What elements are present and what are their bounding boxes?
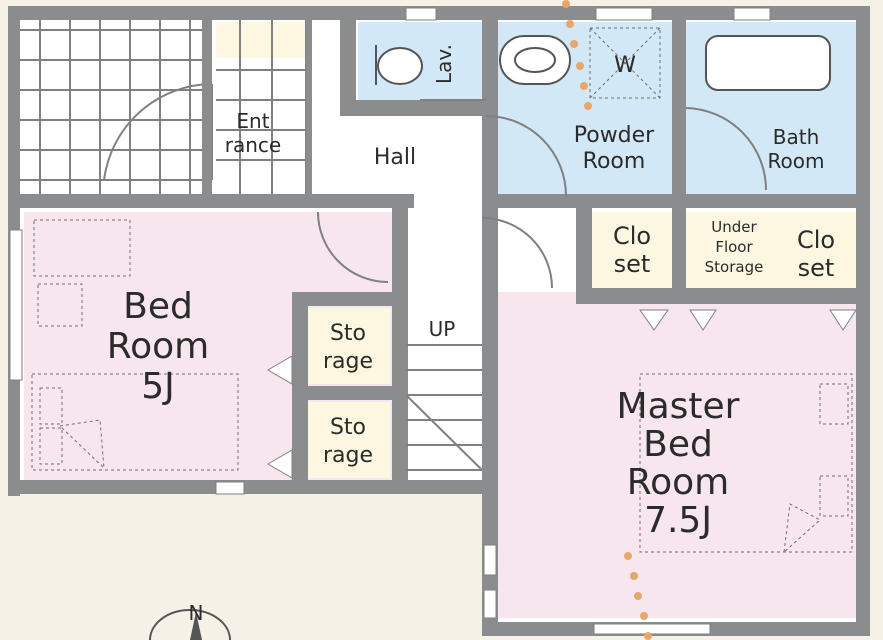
powder-room-label-line1: Powder xyxy=(574,123,655,148)
closet-2-area xyxy=(686,212,858,288)
furniture xyxy=(31,219,853,554)
bedroom-label-line3: 5J xyxy=(141,366,175,407)
closet-1-label-line1: Clo xyxy=(613,222,651,250)
storage-2-label-line1: Sto xyxy=(330,415,366,440)
stairs-label: UP xyxy=(429,317,456,341)
storage-2-label-line2: rage xyxy=(323,443,373,468)
washer-label: W xyxy=(614,53,636,78)
closet-2-label-line1: Clo xyxy=(797,226,835,254)
bath-room-label-line2: Room xyxy=(768,149,825,173)
master-bedroom-label-line3: Room xyxy=(627,462,730,503)
underfloor-label-line1: Under xyxy=(711,218,757,236)
storage-2-area xyxy=(308,402,390,478)
master-bedroom-label-line2: Bed xyxy=(643,424,713,465)
exterior-area xyxy=(0,490,482,640)
closet-2-label-line2: set xyxy=(798,254,835,282)
windows xyxy=(9,7,771,635)
storage-1-label-line2: rage xyxy=(323,349,373,374)
lavatory-label: Lav. xyxy=(432,44,456,84)
bedroom-label-line2: Room xyxy=(107,326,210,367)
closet-1-area xyxy=(592,212,672,288)
staircase xyxy=(405,344,483,471)
door-swings xyxy=(267,99,857,479)
master-bedroom-area xyxy=(498,292,858,618)
dotted-path xyxy=(562,0,652,640)
master-bedroom-label-line4: 7.5J xyxy=(644,500,712,541)
storage-1-label-line1: Sto xyxy=(330,321,366,346)
closet-1-label-line2: set xyxy=(614,250,651,278)
underfloor-label-line3: Storage xyxy=(705,258,764,276)
bath-room-label-line1: Bath xyxy=(773,125,820,149)
hall-label: Hall xyxy=(374,145,416,170)
entrance-label-line2: rance xyxy=(225,133,281,157)
entrance-label-line1: Ent xyxy=(236,109,269,133)
walls xyxy=(8,6,870,636)
powder-room-label-line2: Room xyxy=(583,149,646,174)
bedroom-label-line1: Bed xyxy=(123,286,193,327)
underfloor-label-line2: Floor xyxy=(715,238,753,256)
entrance-area xyxy=(103,20,308,195)
master-bedroom-label-line1: Master xyxy=(617,386,740,427)
compass xyxy=(149,609,231,640)
fixtures xyxy=(375,27,831,99)
storage-1-area xyxy=(308,308,390,384)
compass-north-label: N xyxy=(189,601,204,625)
